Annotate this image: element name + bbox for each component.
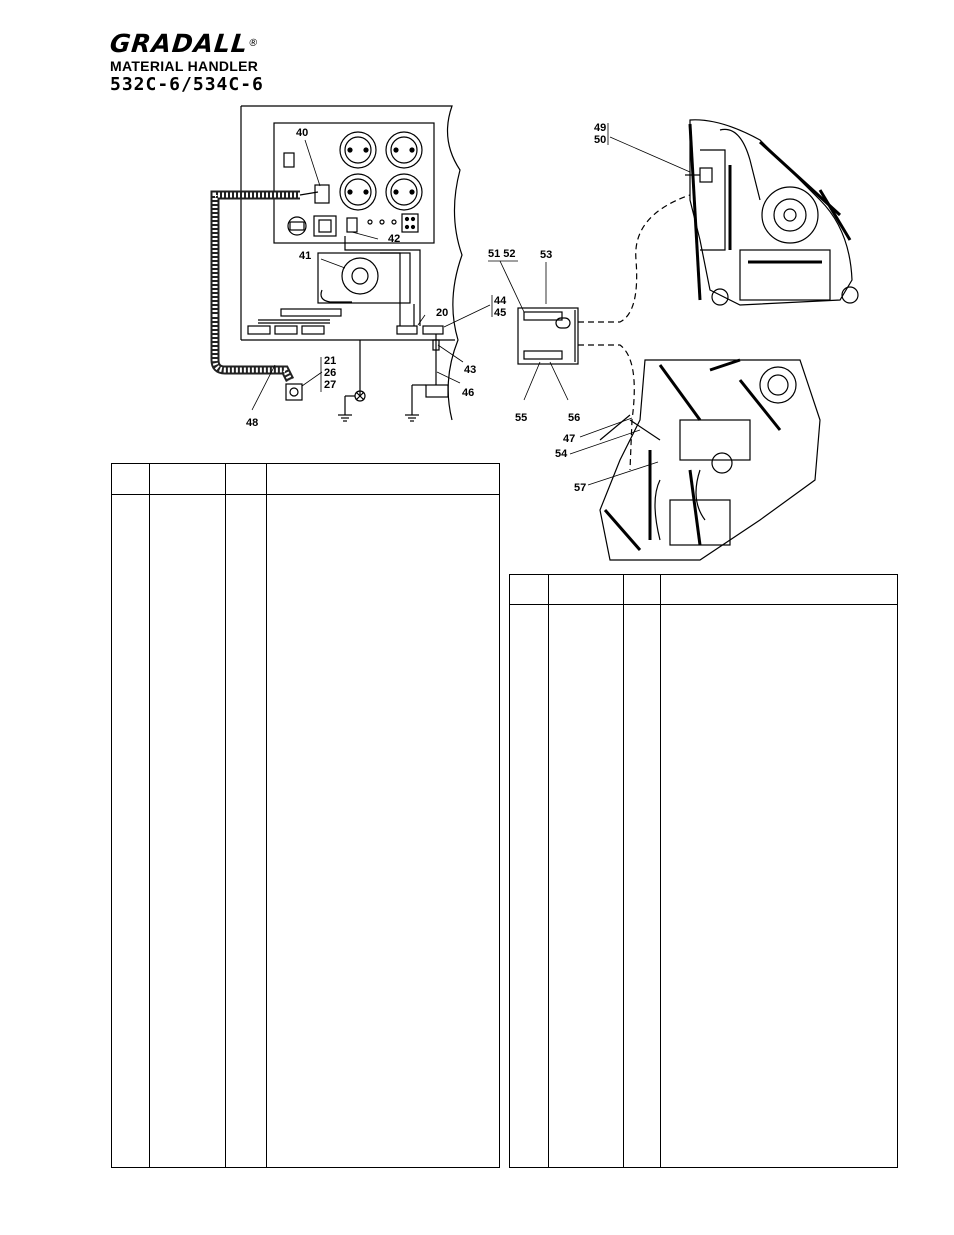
engine-top-leader (607, 123, 691, 173)
callout-26: 26 (324, 367, 336, 379)
callout-55: 55 (515, 412, 527, 424)
middle-leader-lines (488, 260, 569, 401)
callout-27: 27 (324, 379, 336, 391)
engine-bottom-leader (569, 417, 659, 486)
callout-40: 40 (296, 127, 308, 139)
callout-42: 42 (388, 233, 400, 245)
document-header: GRADALL® MATERIAL HANDLER 532C-6/534C-6 (109, 29, 264, 96)
callout-54: 54 (555, 448, 568, 460)
callout-45: 45 (494, 307, 506, 319)
parts-table-right (509, 574, 898, 1168)
callout-41: 41 (299, 250, 311, 262)
callout-47: 47 (563, 433, 575, 445)
table-column-divider (225, 464, 226, 1167)
engine-top-shading (688, 123, 852, 301)
table-column-divider (623, 575, 624, 1167)
callout-43: 43 (464, 364, 476, 376)
engine-bottom-shading (603, 358, 782, 551)
table-column-divider (266, 464, 267, 1167)
callout-48: 48 (246, 417, 258, 429)
callout-51-52: 51 52 (488, 248, 516, 260)
callout-20: 20 (436, 307, 448, 319)
callout-50: 50 (594, 134, 606, 146)
parts-table-left (111, 463, 500, 1168)
callout-44: 44 (494, 295, 507, 307)
table-header-row (510, 575, 897, 605)
callout-57: 57 (574, 482, 586, 494)
table-column-divider (548, 575, 549, 1167)
document-subtitle: MATERIAL HANDLER (110, 58, 259, 74)
callout-56: 56 (568, 412, 580, 424)
callout-21: 21 (324, 355, 336, 367)
table-header-row (112, 464, 499, 495)
control-panel-drawing (210, 105, 463, 422)
bracket-drawing (517, 194, 691, 471)
table-column-divider (660, 575, 661, 1167)
left-leader-lines (251, 139, 493, 411)
model-number: 532C-6/534C-6 (110, 74, 264, 95)
callout-49: 49 (594, 122, 606, 134)
callout-46: 46 (462, 387, 474, 399)
callout-53: 53 (540, 249, 552, 261)
engine-bottom-drawing (599, 359, 821, 561)
engine-top-drawing (685, 119, 859, 306)
table-column-divider (149, 464, 150, 1167)
